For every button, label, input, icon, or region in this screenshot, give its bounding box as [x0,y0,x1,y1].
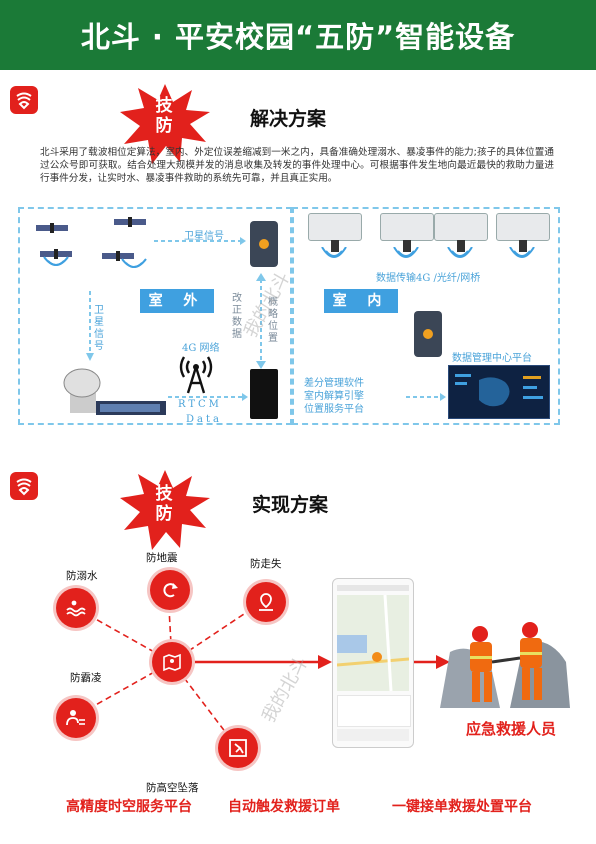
satellites-icon [36,217,146,261]
badge-top-char-2: 技 [155,484,173,504]
label-correction-data: 改正数据 [232,293,242,340]
label-software-3: 位置服务平台 [304,404,364,415]
indoor-signal-waves-icon [321,247,535,258]
label-platform-2: 自动触发救援订单 [228,799,340,815]
section-title-implementation: 实现方案 [252,494,329,516]
lost-child-icon[interactable] [246,582,286,622]
label-bullying: 防霸凌 [70,672,102,684]
page-title: 北斗 · 平安校园“五防”智能设备 [80,20,516,54]
header-bar [0,0,596,70]
signal-waves-icon [43,256,147,268]
badge-bottom-char-2: 防 [155,504,173,524]
arrow-bidirectional-icon [256,273,266,369]
section-title-solution: 解决方案 [250,108,327,130]
label-rough-position: 概略位置 [268,297,278,344]
badge-text-2: 技 防 [151,484,177,524]
indoor-anchor-3 [434,213,488,252]
label-rescuers: 应急救援人员 [466,720,557,738]
indoor-anchor-1 [308,213,362,252]
starburst-badge-icon-2 [120,470,210,550]
hub-map-icon [152,642,192,682]
label-data-center: 数据管理中心平台 [452,353,532,364]
label-lost: 防走失 [250,558,282,570]
label-4g-network: 4G 网络 [182,343,220,354]
outdoor-box [18,207,292,425]
rescuers-illustration-icon [440,622,570,708]
arrow-vertical-icon [86,291,94,361]
brand-logo-icon-2 [10,472,38,500]
indoor-box [292,207,560,425]
cell-tower-icon [179,356,213,394]
drowning-icon[interactable] [56,588,96,628]
label-data: Data [186,414,222,425]
solution-diagram: 卫星信号 室 外 卫星信号 改正数据 概略位置 4G 网络 RTCM Data [18,207,560,425]
label-rtcm: RTCM [178,399,222,410]
label-sat-signal: 卫星信号 [184,231,224,242]
arrow-sat-to-device-icon [154,237,246,245]
indoor-anchor-2 [380,213,434,252]
base-station-icon [63,368,166,415]
badge-text: 技 防 [151,96,177,136]
indoor-label: 室 内 [324,289,398,313]
arrow-to-dashboard-icon [406,393,446,401]
badge-top-char: 技 [155,96,173,116]
fall-icon[interactable] [218,728,258,768]
arrow-base-to-server-icon [168,393,248,401]
label-software-stack: 差分管理软件 室内解算引擎 位置服务平台 [304,377,364,416]
badge-bottom-char: 防 [155,116,173,136]
label-sat-signal-vertical: 卫星信号 [94,305,104,352]
earthquake-icon[interactable] [150,570,190,610]
label-platform-3: 一键接单救援处置平台 [392,799,532,815]
label-platform-1: 高精度时空服务平台 [66,799,192,815]
label-drowning: 防溺水 [66,570,98,582]
outdoor-label: 室 外 [140,289,214,313]
dashboard-screen-icon [448,365,550,419]
positioning-device-indoor [414,311,442,357]
phone-mockup [332,578,414,748]
label-fall: 防高空坠落 [146,782,199,794]
solution-paragraph: 北斗采用了载波相位定算法，室内、外定位误差缩减到一米之内，具备准确处理溺水、暴凌… [40,147,554,184]
label-data-transmission: 数据传输4G /光纤/网桥 [376,273,481,284]
label-software-2: 室内解算引擎 [304,391,364,402]
bullying-icon[interactable] [56,698,96,738]
indoor-anchor-4 [496,213,550,252]
starburst-badge-icon [120,84,210,164]
label-software-1: 差分管理软件 [304,378,364,389]
positioning-device-outdoor [250,221,278,267]
brand-logo-icon [10,86,38,114]
server-icon [250,369,278,419]
label-earthquake: 防地震 [146,552,178,564]
